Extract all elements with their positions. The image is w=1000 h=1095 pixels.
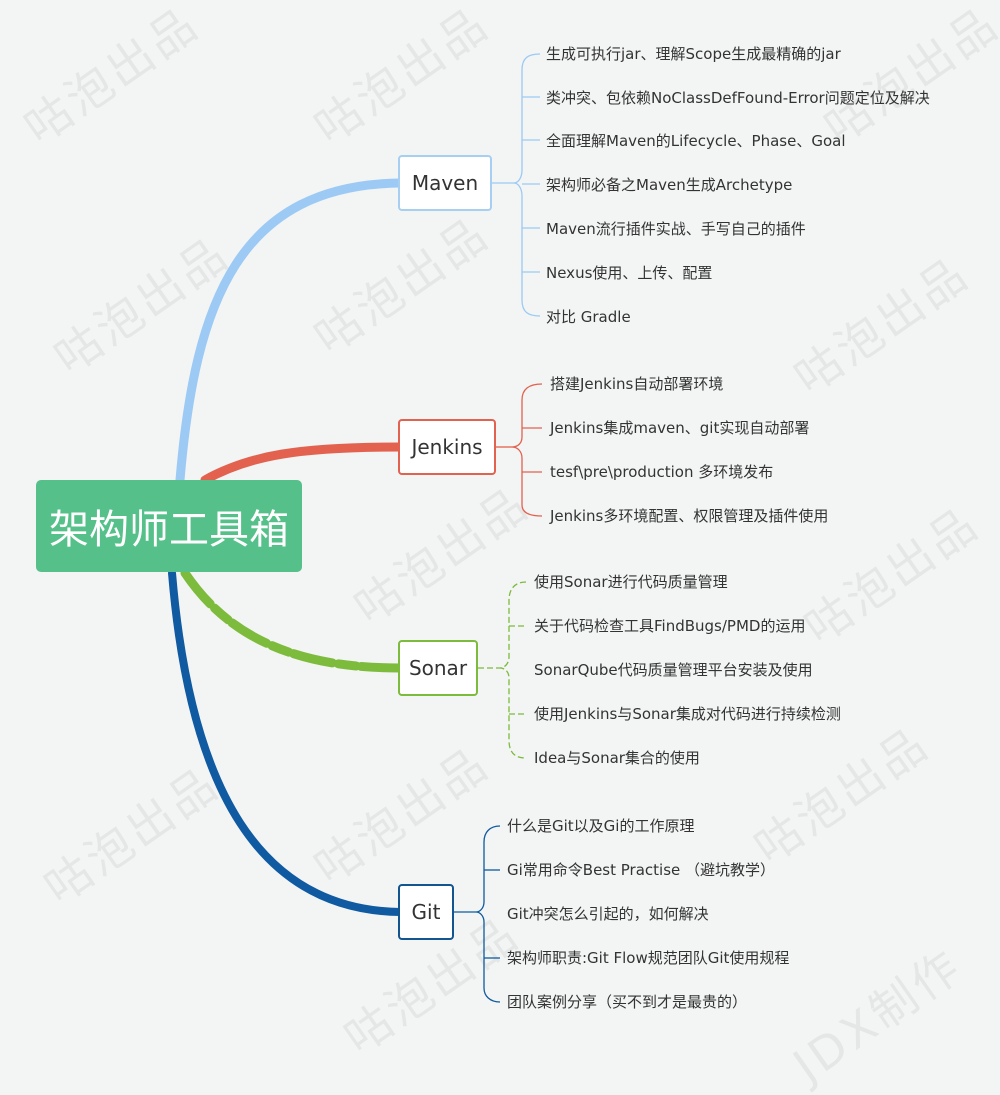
leaf-item[interactable]: 团队案例分享（买不到才是最贵的） [507, 993, 748, 1011]
root-node-label: 架构师工具箱 [49, 507, 289, 553]
leaf-item[interactable]: 生成可执行jar、理解Scope生成最精确的jar [546, 45, 841, 63]
leaf-item[interactable]: 全面理解Maven的Lifecycle、Phase、Goal [546, 132, 846, 150]
leaf-item[interactable]: 搭建Jenkins自动部署环境 [550, 375, 724, 393]
leaf-item[interactable]: SonarQube代码质量管理平台安装及使用 [534, 661, 813, 679]
root-node[interactable]: 架构师工具箱 [36, 480, 302, 572]
leaf-bracket-maven [492, 53, 541, 317]
leaf-bracket-git [454, 825, 501, 1003]
leaf-item[interactable]: Nexus使用、上传、配置 [546, 264, 713, 282]
edge-root-sonar [180, 568, 405, 673]
leaf-item[interactable]: 架构师必备之Maven生成Archetype [546, 176, 793, 194]
leaf-item[interactable]: 架构师职责:Git Flow规范团队Git使用规程 [507, 949, 790, 967]
edge-root-jenkins [200, 442, 405, 485]
leaf-item[interactable]: Git冲突怎么引起的，如何解决 [507, 905, 709, 923]
leaf-item[interactable]: 类冲突、包依赖NoClassDefFound-Error问题定位及解决 [546, 89, 930, 107]
leaf-item[interactable]: Gi常用命令Best Practise （避坑教学） [507, 861, 776, 879]
leaf-item[interactable]: Maven流行插件实战、手写自己的插件 [546, 220, 806, 238]
leaf-item[interactable]: 关于代码检查工具FindBugs/PMD的运用 [534, 617, 806, 635]
leaf-item[interactable]: tesf\pre\production 多环境发布 [550, 463, 774, 481]
edge-root-git [168, 569, 404, 916]
leaf-item[interactable]: 使用Sonar进行代码质量管理 [534, 573, 728, 591]
leaf-bracket-sonar [478, 581, 527, 759]
branch-label: Sonar [408, 656, 468, 680]
branch-node-maven[interactable]: Maven [398, 155, 492, 211]
branch-label: Git [411, 900, 441, 924]
leaf-item[interactable]: Jenkins多环境配置、权限管理及插件使用 [550, 507, 829, 525]
leaf-bracket-jenkins [496, 383, 543, 517]
edge-root-maven [175, 178, 405, 485]
branch-label: Jenkins [411, 435, 483, 459]
branch-label: Maven [411, 171, 479, 195]
leaf-item[interactable]: Idea与Sonar集合的使用 [534, 749, 700, 767]
leaf-item[interactable]: 对比 Gradle [546, 308, 631, 326]
branch-node-git[interactable]: Git [398, 884, 454, 940]
leaf-item[interactable]: Jenkins集成maven、git实现自动部署 [550, 419, 810, 437]
leaf-item[interactable]: 什么是Git以及Gi的工作原理 [507, 817, 695, 835]
branch-node-jenkins[interactable]: Jenkins [398, 419, 496, 475]
leaf-item[interactable]: 使用Jenkins与Sonar集成对代码进行持续检测 [534, 705, 841, 723]
mindmap-connectors [168, 53, 543, 1003]
branch-node-sonar[interactable]: Sonar [398, 640, 478, 696]
